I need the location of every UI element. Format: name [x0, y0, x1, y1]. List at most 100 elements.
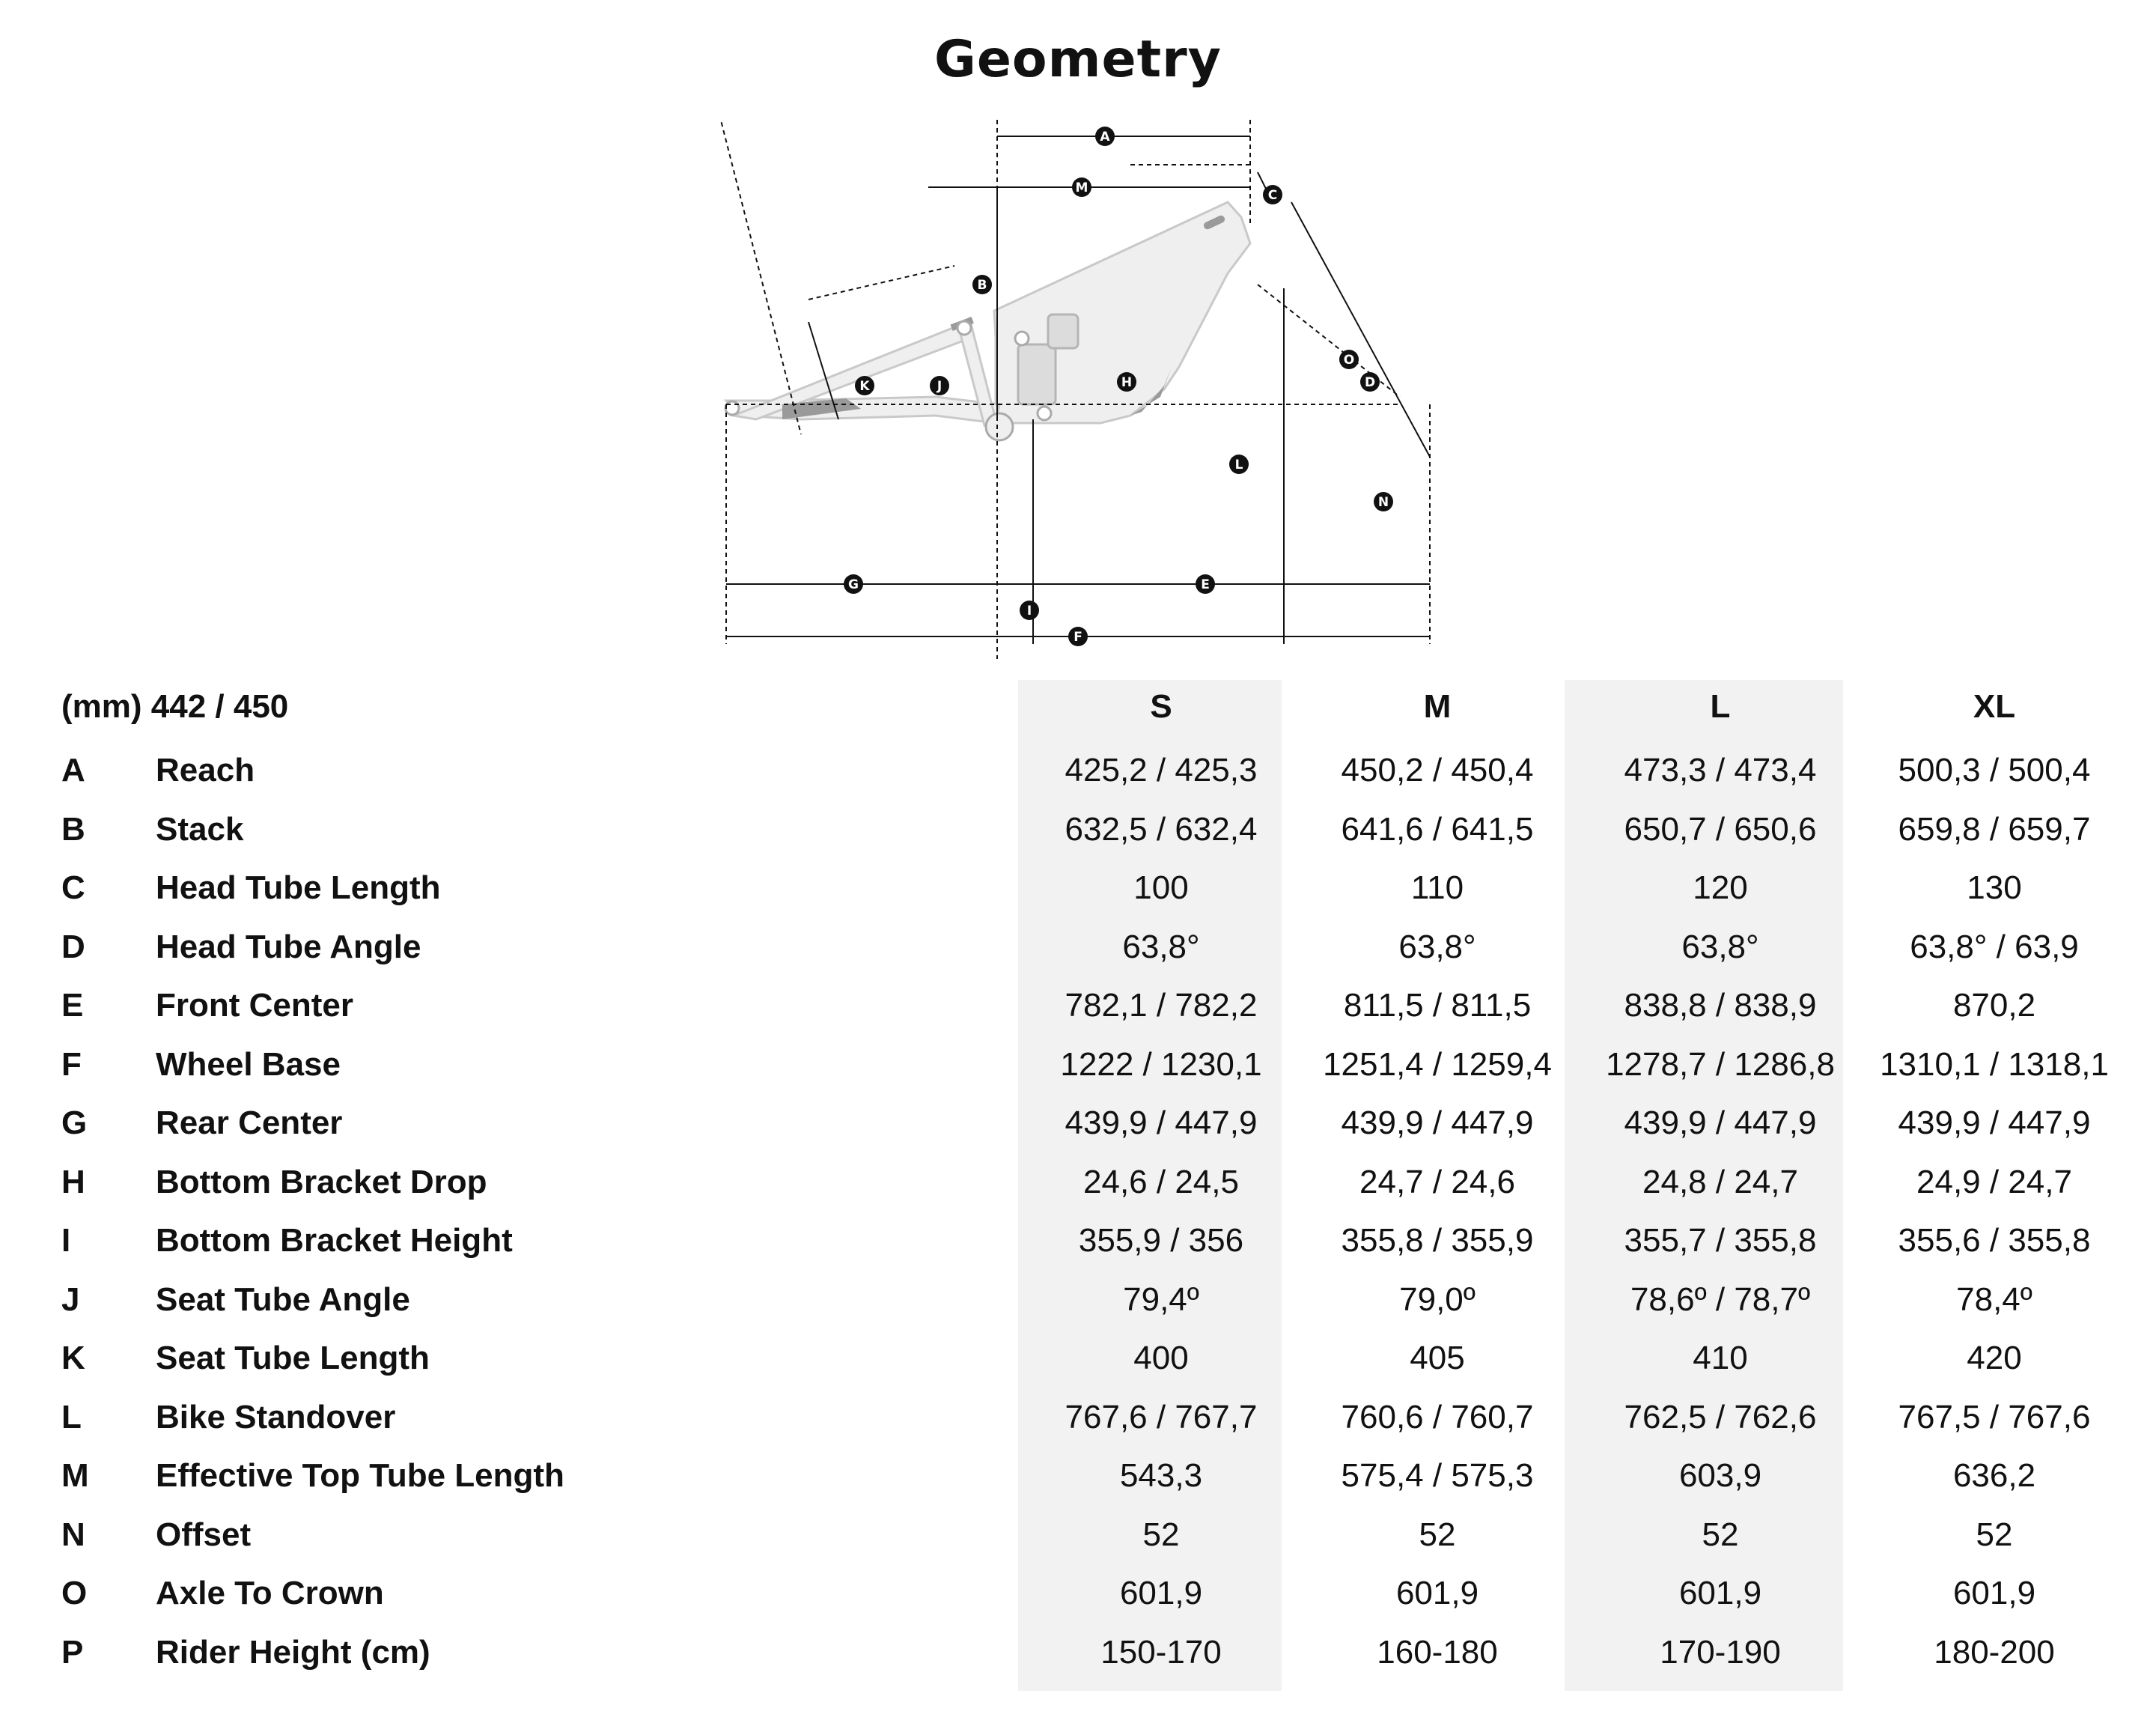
marker-b-label: B: [978, 278, 987, 293]
row-letter: J: [61, 1280, 80, 1318]
row-value-xl: 870,2: [1952, 987, 2036, 1024]
row-value-l: 170-190: [1660, 1633, 1781, 1671]
row-letter: N: [61, 1516, 85, 1553]
table-row: F Wheel Base 1222 / 1230,1 1251,4 / 1259,4 1…: [0, 1036, 2156, 1094]
row-value-xl: 78,4º: [1956, 1280, 2032, 1318]
row-value-xl: 24,9 / 24,7: [1916, 1163, 2072, 1200]
row-label: Front Center: [156, 987, 353, 1024]
row-label: Bike Standover: [156, 1398, 396, 1435]
row-label: Axle To Crown: [156, 1575, 384, 1611]
size-column-s-background: [1018, 680, 1282, 1691]
row-value-xl: 636,2: [1952, 1457, 2036, 1494]
table-row: O Axle To Crown 601,9 601,9 601,9 601,9: [0, 1564, 2156, 1623]
row-label: Bottom Bracket Drop: [156, 1163, 487, 1200]
row-value-s: 543,3: [1119, 1457, 1203, 1494]
row-value-m: 450,2 / 450,4: [1341, 752, 1534, 788]
marker-h-circle: [1117, 372, 1136, 392]
row-value-s: 782,1 / 782,2: [1065, 987, 1258, 1024]
row-letter: F: [61, 1045, 82, 1083]
row-value-l: 439,9 / 447,9: [1624, 1104, 1817, 1141]
row-letter: H: [61, 1163, 85, 1200]
row-value-xl: 767,5 / 767,6: [1898, 1398, 2091, 1435]
row-value-l: 838,8 / 838,9: [1624, 987, 1817, 1024]
row-value-s: 601,9: [1119, 1575, 1203, 1611]
row-value-s: 425,2 / 425,3: [1065, 752, 1258, 788]
row-value-s: 439,9 / 447,9: [1065, 1104, 1258, 1141]
size-header-l: L: [1710, 688, 1731, 725]
row-value-s: 1222 / 1230,1: [1060, 1045, 1262, 1083]
row-label: Rear Center: [156, 1104, 343, 1141]
unit-label: (mm) 442 / 450: [61, 688, 289, 725]
row-value-m: 575,4 / 575,3: [1341, 1457, 1534, 1494]
row-value-xl: 52: [1976, 1516, 2013, 1553]
row-label: Offset: [156, 1516, 252, 1553]
page-title: Geometry: [934, 30, 1222, 89]
size-column-l-background: [1565, 680, 1843, 1691]
row-value-s: 79,4º: [1123, 1280, 1199, 1318]
row-label: Rider Height (cm): [156, 1633, 430, 1671]
row-label: Effective Top Tube Length: [156, 1457, 564, 1494]
row-value-s: 400: [1133, 1340, 1189, 1376]
row-value-l: 1278,7 / 1286,8: [1606, 1045, 1835, 1083]
row-letter: D: [61, 928, 85, 965]
marker-i-label: I: [1027, 604, 1032, 619]
marker-f-label: F: [1074, 630, 1082, 645]
row-value-m: 811,5 / 811,5: [1343, 987, 1532, 1024]
row-value-m: 160-180: [1377, 1633, 1498, 1671]
row-label: Head Tube Length: [156, 869, 441, 906]
row-label: Reach: [156, 752, 255, 788]
row-value-s: 355,9 / 356: [1078, 1222, 1244, 1259]
marker-k-label: K: [859, 379, 870, 394]
row-label: Seat Tube Angle: [156, 1280, 410, 1318]
row-value-m: 355,8 / 355,9: [1341, 1222, 1534, 1259]
row-value-l: 63,8°: [1681, 928, 1759, 965]
marker-b-circle: [972, 275, 992, 294]
row-value-m: 52: [1419, 1516, 1456, 1553]
marker-e-label: E: [1201, 577, 1210, 592]
marker-d-label: D: [1365, 375, 1375, 390]
shock-reservoir: [1047, 313, 1079, 350]
size-header-m: M: [1423, 688, 1452, 725]
dimension-lines: [719, 120, 1431, 659]
row-value-xl: 420: [1967, 1340, 2022, 1376]
marker-j-circle: [930, 376, 949, 395]
row-value-xl: 601,9: [1952, 1575, 2036, 1611]
row-value-l: 473,3 / 473,4: [1624, 752, 1817, 788]
row-value-s: 150-170: [1100, 1633, 1222, 1671]
row-value-l: 601,9: [1678, 1575, 1762, 1611]
row-letter: C: [61, 869, 85, 906]
row-value-l: 78,6º / 78,7º: [1630, 1280, 1811, 1318]
table-row: E Front Center 782,1 / 782,2 811,5 / 811,5 8…: [0, 976, 2156, 1035]
row-letter: K: [61, 1340, 85, 1376]
bike-frame-outline: [723, 201, 1252, 442]
row-value-xl: 659,8 / 659,7: [1898, 810, 2091, 848]
row-letter: I: [61, 1222, 71, 1259]
row-value-m: 601,9: [1395, 1575, 1479, 1611]
size-header-s: S: [1150, 688, 1172, 725]
marker-c-label: C: [1268, 188, 1277, 203]
row-value-m: 1251,4 / 1259,4: [1323, 1045, 1552, 1083]
row-value-l: 24,8 / 24,7: [1642, 1163, 1798, 1200]
marker-i-circle: [1020, 601, 1039, 620]
row-letter: O: [61, 1575, 88, 1611]
pivot-point: [1036, 405, 1053, 422]
row-value-l: 52: [1702, 1516, 1739, 1553]
row-letter: E: [61, 987, 84, 1024]
row-value-m: 439,9 / 447,9: [1341, 1104, 1534, 1141]
row-label: Wheel Base: [156, 1045, 341, 1083]
row-label: Seat Tube Length: [156, 1340, 430, 1376]
row-label: Bottom Bracket Height: [156, 1222, 513, 1259]
row-value-s: 63,8°: [1122, 928, 1200, 965]
pivot-point: [1014, 330, 1030, 347]
row-letter: B: [61, 810, 85, 848]
table-row: I Bottom Bracket Height 355,9 / 356 355,8 /…: [0, 1212, 2156, 1270]
